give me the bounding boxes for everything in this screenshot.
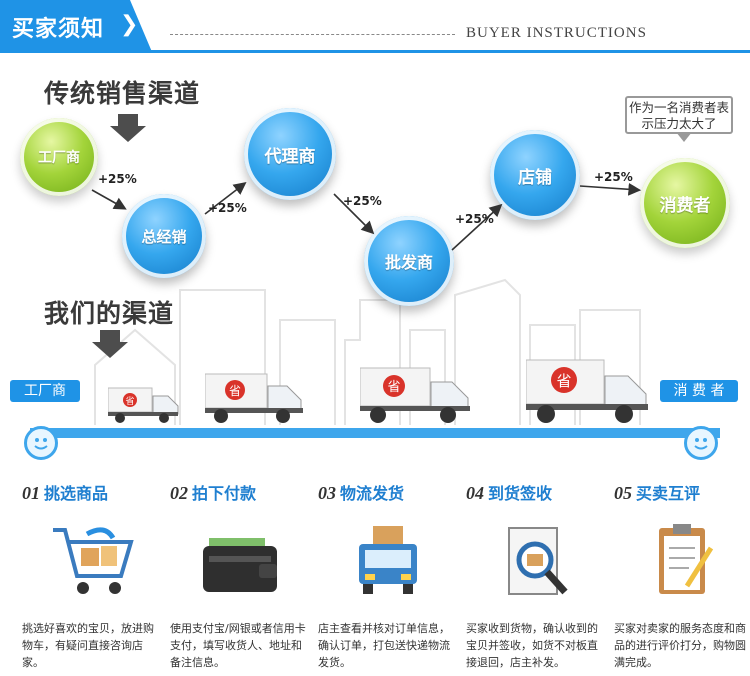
step-description: 店主查看并核对订单信息，确认订单，打包送快递物流发货。 [318,622,450,669]
step-title: 挑选商品 [44,484,109,503]
chevron-right-icon: ❯ [120,12,139,37]
markup-label: +25% [343,194,382,208]
node-agent: 代理商 [244,108,336,200]
wallet-icon [203,538,277,592]
step-description: 买家收到货物，确认收到的宝贝并签收，如货不对板直接退回，店主补发。 [466,622,598,669]
truck-icon: 省 [360,367,470,423]
truck-mark: 省 [125,395,134,407]
node-distributor: 总经销 [122,194,206,278]
end-label: 消 费 者 [660,380,738,402]
delivery-truck-icon [359,526,417,594]
step-description: 使用支付宝/网银或者信用卡支付，填写收货人、地址和备注信息。 [170,622,306,669]
consumer-speech-bubble: 作为一名消费者表示压力太大了 [625,96,733,134]
down-arrow-icon [110,114,146,142]
step-title: 物流发货 [340,484,405,503]
start-label: 工厂商 [10,380,80,402]
dashed-divider [170,34,455,35]
smile-face-icon [684,426,718,460]
truck-icon: 省 [205,373,303,423]
header-subtitle: BUYER INSTRUCTIONS [466,25,647,41]
package-magnifier-icon [508,527,568,595]
step-number: 05 [614,483,632,503]
traditional-channel-title: 传统销售渠道 [44,79,201,108]
flow-arrows [91,182,642,251]
header-divider [0,50,750,53]
truck-mark: 省 [387,380,400,395]
node-store: 店铺 [490,130,580,220]
step-description: 买家对卖家的服务态度和商品的进行评价打分，购物圆满完成。 [614,622,746,669]
smile-face-icon [24,426,58,460]
speech-tail [676,132,692,142]
markup-label: +25% [455,212,494,226]
truck-icon: 省 [526,359,648,423]
truck-mark: 省 [229,384,241,398]
step-title: 到货签收 [488,484,553,503]
clipboard-pen-icon [659,524,714,594]
markup-label: +25% [98,172,137,186]
step-number: 03 [318,483,336,503]
node-consumer: 消费者 [640,158,730,248]
page-title: 买家须知 [12,17,105,42]
channel-bar [30,428,720,438]
step-title: 买卖互评 [636,484,701,503]
node-factory: 工厂商 [20,118,98,196]
node-wholesaler: 批发商 [364,216,454,306]
city-skyline [94,278,641,425]
step-description: 挑选好喜欢的宝贝，放进购物车，有疑问直接咨询店家。 [22,622,154,669]
our-channel-title: 我们的渠道 [44,299,175,328]
step-number: 02 [170,483,188,503]
header-tab [0,0,152,52]
truck-icon: 省 [108,387,179,423]
markup-label: +25% [594,170,633,184]
markup-label: +25% [208,201,247,215]
down-arrow-icon [92,330,128,358]
step-number: 04 [466,483,484,503]
step-title: 拍下付款 [192,484,257,503]
step-number: 01 [22,483,40,503]
shopping-cart-icon [53,527,134,594]
truck-mark: 省 [556,372,571,390]
